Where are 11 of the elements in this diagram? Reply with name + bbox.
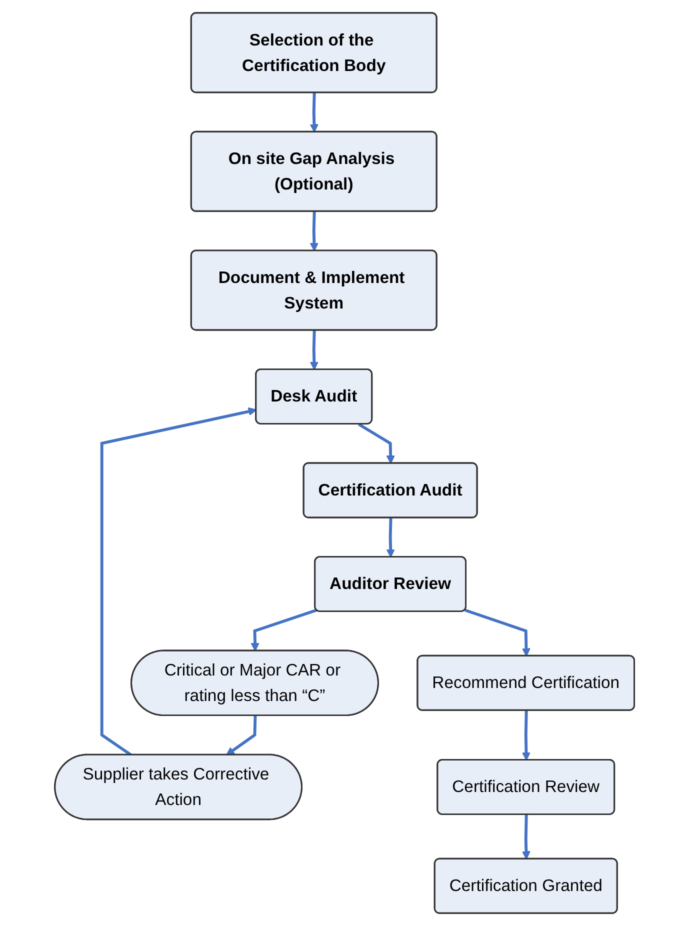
arrow <box>226 716 258 756</box>
arrow <box>464 608 531 657</box>
arrow <box>310 212 319 252</box>
arrow <box>358 422 396 464</box>
arrow <box>310 330 319 370</box>
arrow <box>100 407 258 756</box>
arrow <box>386 518 396 558</box>
arrow <box>251 608 318 652</box>
arrow <box>522 710 531 761</box>
arrow <box>310 92 319 133</box>
arrow <box>522 814 531 860</box>
